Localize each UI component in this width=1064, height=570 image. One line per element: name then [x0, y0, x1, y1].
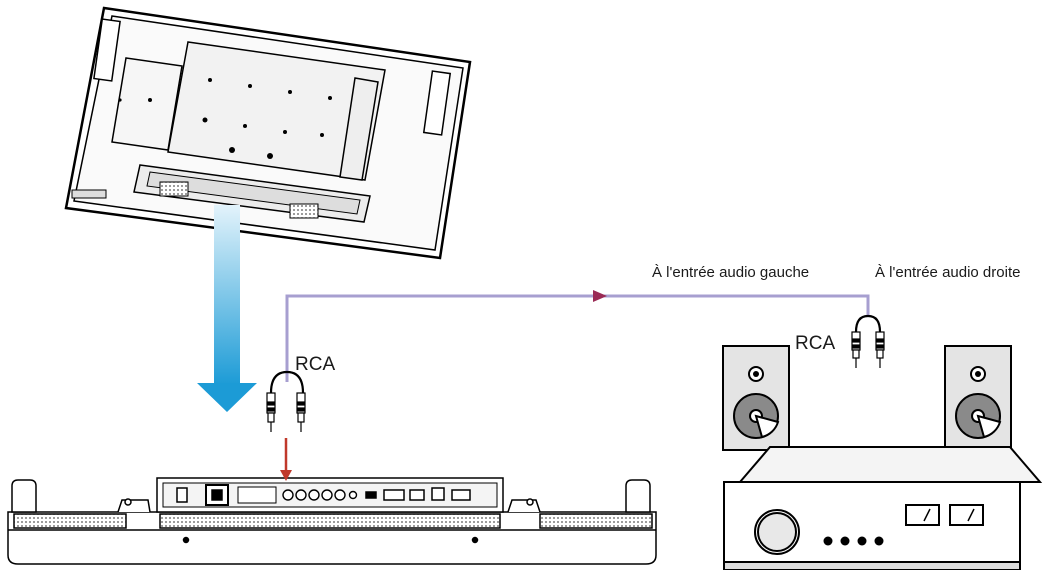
amplifier-icon: [723, 446, 1043, 570]
left-input-label: À l'entrée audio gauche: [652, 264, 809, 281]
monitor-back-icon: [64, 6, 472, 260]
audio-cable: [285, 294, 870, 382]
monitor-terminal-panel-icon: [7, 477, 657, 565]
down-arrow-icon: [197, 205, 257, 412]
rca-label-display: RCA: [295, 354, 335, 375]
speaker-icon-left: [722, 345, 790, 451]
rca-plug-icon-amp: [851, 314, 885, 368]
rca-label-amp: RCA: [795, 333, 835, 354]
speaker-icon-right: [944, 345, 1012, 451]
cable-direction-icon: [593, 290, 607, 302]
connect-arrow-icon: [280, 438, 292, 481]
rca-plug-icon: [266, 370, 306, 432]
right-input-label: À l'entrée audio droite: [875, 264, 1020, 281]
